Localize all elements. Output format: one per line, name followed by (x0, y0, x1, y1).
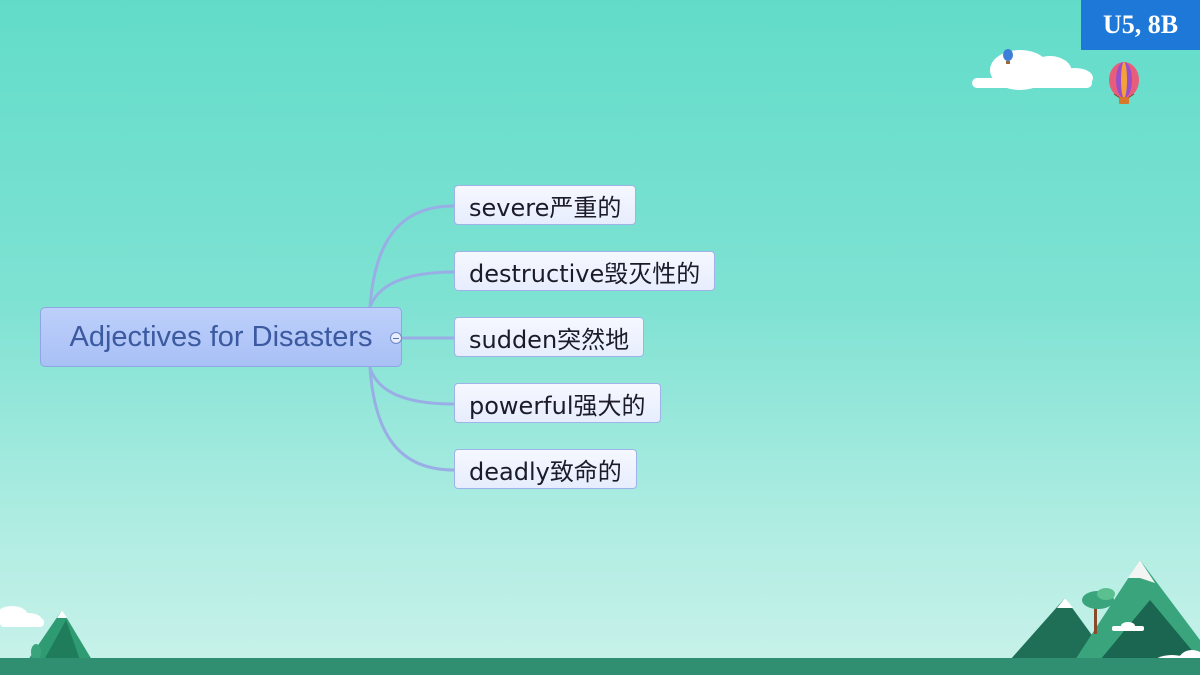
tree-icon (1082, 588, 1115, 634)
connector-5 (368, 366, 456, 472)
collapse-toggle-icon[interactable] (390, 332, 402, 344)
balloon-icon (1109, 62, 1139, 104)
branch-topic-powerful[interactable]: powerful强大的 (454, 383, 661, 423)
cloud-icon (0, 606, 44, 627)
mountain-icon (1010, 560, 1200, 660)
unit-badge: U5, 8B (1081, 0, 1200, 50)
central-topic[interactable]: Adjectives for Disasters (40, 307, 402, 367)
connector-4 (368, 366, 456, 406)
branch-topic-deadly[interactable]: deadly致命的 (454, 449, 637, 489)
branch-topic-destructive[interactable]: destructive毁灭性的 (454, 251, 716, 291)
cloud-icon (1112, 622, 1144, 631)
connector-1 (368, 204, 456, 309)
balloon-icon (1003, 49, 1013, 64)
mountain-icon (28, 610, 92, 660)
ground-strip (0, 658, 1200, 675)
cloud-icon (972, 50, 1093, 90)
branch-topic-sudden[interactable]: sudden突然地 (454, 317, 645, 357)
branch-topic-severe[interactable]: severe严重的 (454, 185, 637, 225)
connector-2 (368, 270, 456, 309)
